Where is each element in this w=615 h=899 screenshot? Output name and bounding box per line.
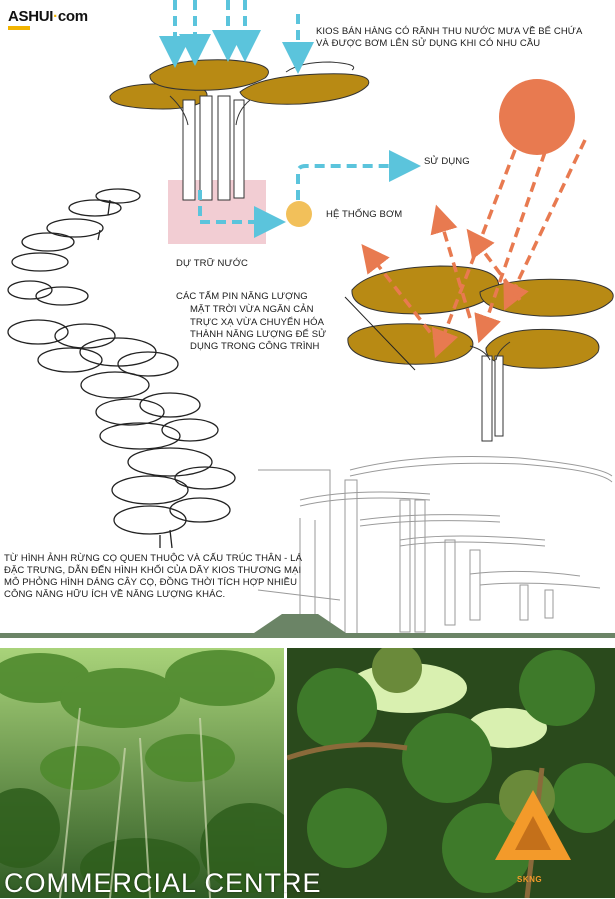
use-label: SỬ DỤNG <box>424 156 470 167</box>
skng-triangle-logo <box>495 790 571 860</box>
solar-label-line-2: MẶT TRỜI VỪA NGĂN CẢN <box>190 304 314 315</box>
solar-label-line-4: THÀNH NĂNG LƯỢNG ĐỂ SỬ <box>190 329 327 340</box>
intro-line-3: MÔ PHỎNG HÌNH DÁNG CÂY CỌ, ĐỒNG THỜI TÍC… <box>4 577 298 588</box>
solar-leader-line <box>344 296 416 371</box>
solar-label-line-1: CÁC TẤM PIN NĂNG LƯỢNG <box>176 291 308 302</box>
solar-kiosk-canopy <box>347 265 614 442</box>
palm-forest-photo-left <box>0 648 284 898</box>
intro-text: TỪ HÌNH ẢNH RỪNG CỌ QUEN THUỘC VÀ CẤU TR… <box>4 553 344 601</box>
kiosk-concept-diagram <box>0 0 615 638</box>
section-divider-band <box>0 633 615 638</box>
logo-text-right: com <box>57 8 88 25</box>
rain-kiosk-label: KIOS BÁN HÀNG CÓ RÃNH THU NƯỚC MƯA VỀ BỂ… <box>316 26 583 37</box>
site-logo: ASHUI·com <box>8 8 88 25</box>
sun-ray-arrows <box>361 139 587 359</box>
water-reserve-label: DỰ TRỮ NƯỚC <box>176 258 248 269</box>
water-use-arrow <box>296 150 421 200</box>
intro-line-4: CÔNG NĂNG HỮU ÍCH VỀ NĂNG LƯỢNG KHÁC. <box>4 589 226 600</box>
intro-line-1: TỪ HÌNH ẢNH RỪNG CỌ QUEN THUỘC VÀ CẤU TR… <box>4 553 303 564</box>
pump-circle <box>286 201 312 227</box>
kiosk-row-perspective <box>257 456 613 636</box>
water-flow-arrow <box>198 190 286 238</box>
footer-title: COMMERCIAL CENTRE <box>4 868 322 898</box>
leaf-sketch <box>7 188 236 549</box>
divider-tab <box>254 614 346 633</box>
palm-photo-strip <box>0 648 615 898</box>
logo-underline <box>8 26 30 30</box>
pump-label: HỆ THỐNG BƠM <box>326 209 403 220</box>
logo-dot: · <box>53 8 58 25</box>
rain-kiosk-label-2: VÀ ĐƯỢC BƠM LÊN SỬ DỤNG KHI CÓ NHU CẦU <box>316 38 541 49</box>
logo-text-left: ASHUI <box>8 8 54 25</box>
rain-arrows <box>159 0 314 74</box>
intro-line-2: ĐẶC TRƯNG, DẪN ĐẾN HÌNH KHỐI CỦA DÃY KIO… <box>4 565 302 576</box>
sun-circle <box>499 79 575 155</box>
solar-label-line-3: TRỰC XẠ VỪA CHUYỂN HÓA <box>190 317 325 328</box>
brand-name: SKNG <box>517 875 543 884</box>
solar-label-line-5: DỤNG TRONG CÔNG TRÌNH <box>190 341 320 352</box>
palm-canopy-photo-right <box>287 648 615 898</box>
rain-kiosk-canopy <box>109 59 370 201</box>
